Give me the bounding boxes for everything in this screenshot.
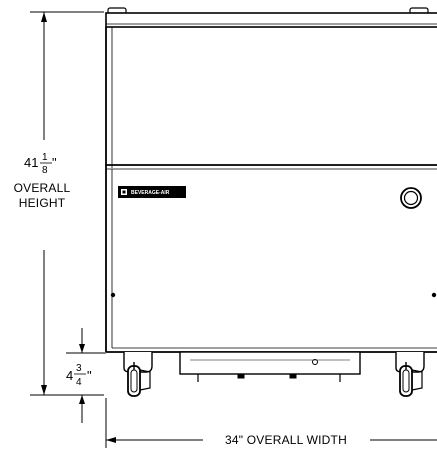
caster-right (395, 352, 425, 397)
width-label: 34" OVERALL WIDTH (225, 433, 347, 447)
height-arrow-top (41, 12, 47, 22)
height-whole: 41 (24, 155, 38, 170)
base-drain-box (179, 351, 361, 382)
leg-whole: 4 (66, 368, 73, 383)
width-arrow-left (106, 437, 116, 443)
brand-plate-text: BEVERAGE-AIR (131, 190, 170, 196)
leg-arrow-top (79, 344, 85, 353)
control-knob (400, 187, 422, 209)
brand-plate: BEVERAGE-AIR (118, 186, 186, 198)
height-label-line2: HEIGHT (19, 196, 66, 210)
height-label-line1: OVERALL (14, 181, 71, 195)
height-numerator: 1 (42, 152, 48, 163)
leg-unit: " (87, 368, 92, 383)
rivet-left (110, 292, 116, 298)
height-label: 41 1 8 " OVERALL HEIGHT (14, 152, 71, 210)
unit-body (105, 7, 437, 353)
caster-left (123, 352, 153, 397)
leg-arrow-bottom (79, 395, 85, 404)
height-unit: " (52, 155, 57, 170)
leg-numerator: 3 (76, 363, 82, 374)
height-arrow-bottom (41, 385, 47, 395)
width-dimension (105, 398, 437, 448)
rivet-right (431, 292, 437, 298)
height-dimension (30, 11, 104, 396)
leg-label: 4 3 4 " (66, 363, 92, 388)
leg-denominator: 4 (76, 377, 82, 388)
height-denominator: 8 (42, 165, 48, 176)
